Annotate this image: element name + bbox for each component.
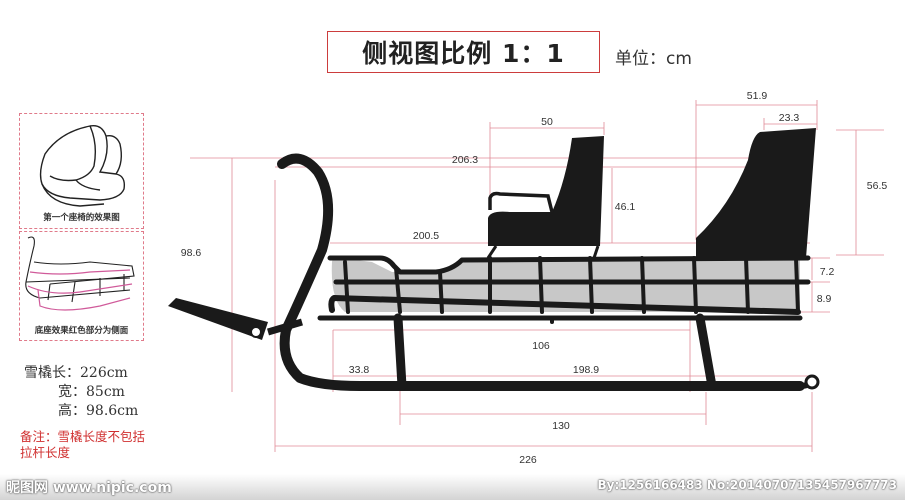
spec-width: 宽：85cm [58, 384, 125, 400]
dim-200-5: 200.5 [413, 230, 439, 242]
sled-specs: 雪橇长：226cm 宽：85cm 高：98.6cm [24, 364, 138, 421]
unit-label: 单位：cm [615, 49, 692, 69]
dimension-lines [190, 100, 884, 452]
dim-51-9: 51.9 [747, 90, 768, 102]
rear-seat [696, 128, 816, 258]
dim-56-5: 56.5 [867, 180, 888, 192]
note-line-1: 备注：雪橇长度不包括 [20, 429, 146, 444]
seat-sketch-icon [39, 125, 126, 207]
front-seat [486, 136, 604, 259]
dim-7-2: 7.2 [820, 266, 835, 278]
dim-130: 130 [552, 420, 570, 432]
dim-98-6: 98.6 [181, 247, 202, 259]
note-line-2: 拉杆长度 [20, 445, 71, 460]
dim-206-3: 206.3 [452, 154, 478, 166]
runner-rear-eye [804, 374, 820, 390]
page-title: 侧视图比例 1：1 [327, 31, 600, 73]
dim-23-3: 23.3 [779, 112, 800, 124]
watermark-bar [0, 474, 905, 500]
base-effect-caption: 底座效果红色部分为侧面 [34, 326, 129, 336]
dim-226: 226 [519, 454, 537, 466]
dim-50: 50 [541, 116, 553, 128]
pull-handle [168, 298, 303, 340]
page-title-text: 侧视图比例 1：1 [362, 39, 565, 68]
dim-46-1: 46.1 [615, 201, 636, 213]
watermark-left: 昵图网 www.nipic.com [6, 480, 172, 496]
base-effect-inset: 底座效果红色部分为侧面 [19, 231, 144, 341]
dim-198-9: 198.9 [573, 364, 599, 376]
spec-height: 高：98.6cm [58, 403, 139, 419]
spec-length: 雪橇长：226cm [24, 365, 128, 381]
note: 备注：雪橇长度不包括 拉杆长度 [20, 429, 145, 461]
seat-effect-caption: 第一个座椅的效果图 [43, 213, 120, 223]
dim-106: 106 [532, 340, 550, 352]
dim-33-8: 33.8 [349, 364, 370, 376]
base-sketch-icon [25, 236, 135, 311]
sled-frame [277, 153, 815, 391]
dim-8-9: 8.9 [817, 293, 832, 305]
watermark-right: By:1256166483 No:20140707135457967773 [597, 478, 897, 492]
seat-effect-inset: 第一个座椅的效果图 [19, 113, 144, 229]
